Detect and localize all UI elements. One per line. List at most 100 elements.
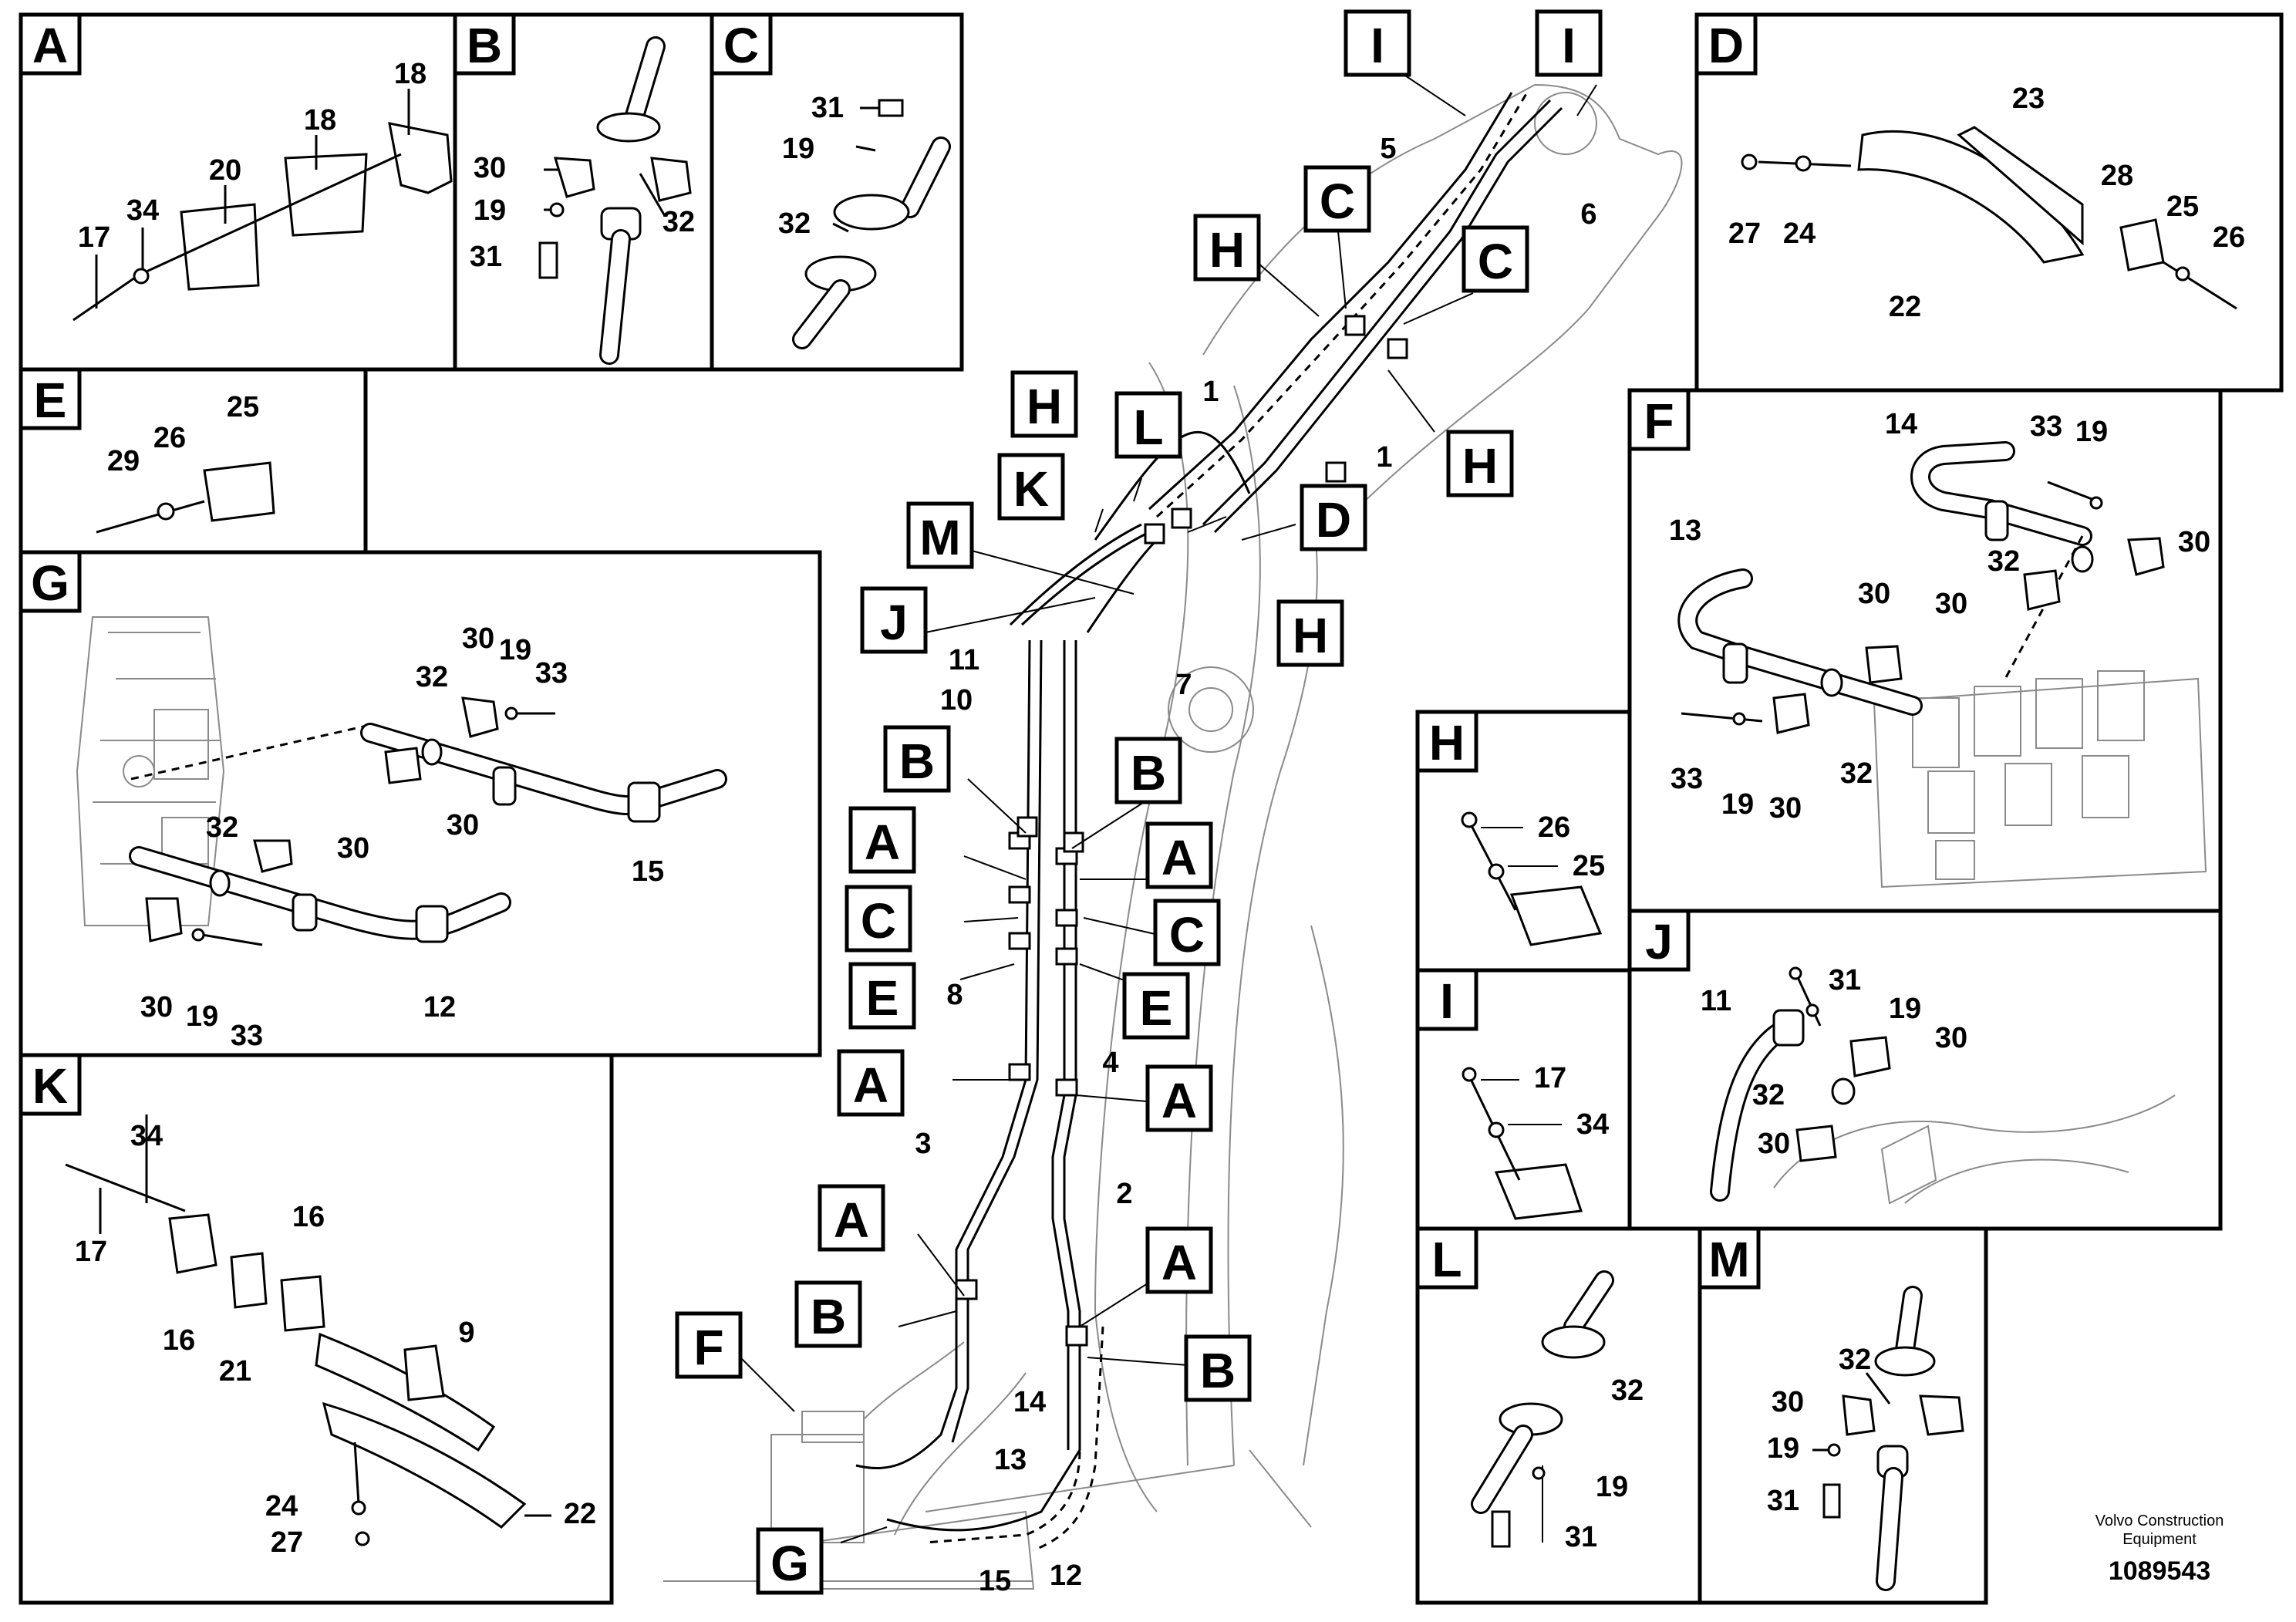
callout-box: F bbox=[693, 1320, 723, 1375]
callout-box: J bbox=[880, 595, 908, 650]
panel-d-label: 22 bbox=[1889, 291, 1921, 323]
callout-box: I bbox=[1371, 18, 1384, 73]
callout-box: C bbox=[1320, 174, 1355, 229]
panel-e-label: 26 bbox=[153, 422, 186, 454]
company-name-line2: Equipment bbox=[2122, 1531, 2197, 1548]
item-number: 4 bbox=[1102, 1047, 1118, 1079]
panel-f-label: 30 bbox=[1935, 588, 1967, 620]
panel-c-label: 32 bbox=[778, 207, 811, 240]
item-number: 12 bbox=[1050, 1560, 1082, 1592]
panel-l-title: L bbox=[1431, 1232, 1462, 1287]
panel-h-title: H bbox=[1429, 715, 1465, 771]
panel-m-label: 31 bbox=[1767, 1485, 1799, 1517]
panel-d-label: 28 bbox=[2101, 160, 2133, 192]
panel-g-label: 33 bbox=[535, 657, 568, 690]
panel-e-label: 25 bbox=[227, 391, 259, 423]
panel-c-label: 19 bbox=[782, 133, 814, 165]
item-number: 6 bbox=[1580, 198, 1596, 231]
panel-a-label: 18 bbox=[304, 104, 336, 137]
panel-k-label: 22 bbox=[564, 1498, 596, 1530]
panel-b-label: 30 bbox=[474, 152, 506, 184]
panel-a-label: 34 bbox=[126, 194, 159, 227]
callout-box: D bbox=[1316, 492, 1351, 548]
panel-i-label: 17 bbox=[1534, 1062, 1566, 1094]
panel-h-label: 25 bbox=[1573, 850, 1605, 882]
panel-g-label: 33 bbox=[231, 1020, 263, 1052]
panel-j-label: 30 bbox=[1758, 1128, 1790, 1160]
panel-g: G 30 19 33 32 30 32 30 15 30 bbox=[19, 550, 822, 1057]
item-number: 1 bbox=[1376, 441, 1392, 474]
panel-b-label: 31 bbox=[470, 241, 502, 273]
callout-box: M bbox=[919, 510, 960, 565]
panel-f-label: 30 bbox=[1858, 578, 1890, 610]
panel-k-label: 17 bbox=[75, 1236, 107, 1268]
callout-box: C bbox=[1478, 234, 1513, 289]
item-number: 14 bbox=[1013, 1386, 1046, 1418]
panel-f: F 14 33 19 30 13 32 30 bbox=[1627, 388, 2223, 913]
item-number: 5 bbox=[1380, 133, 1396, 165]
callout-box: I bbox=[1562, 18, 1576, 73]
panel-a-label: 18 bbox=[394, 58, 426, 90]
callout-box: H bbox=[1027, 379, 1062, 434]
panel-e: E 29 26 25 bbox=[19, 367, 368, 555]
panel-f-label: 33 bbox=[1671, 763, 1703, 795]
item-number: 1 bbox=[1202, 376, 1219, 408]
callout-box: H bbox=[1209, 222, 1245, 278]
callout-box: B bbox=[899, 733, 935, 789]
panel-f-label: 14 bbox=[1885, 408, 1917, 440]
panel-j: J 31 11 19 30 32 30 bbox=[1627, 909, 2223, 1231]
panel-k-label: 16 bbox=[292, 1201, 325, 1233]
callout-box: H bbox=[1462, 438, 1498, 494]
panel-m-label: 19 bbox=[1767, 1432, 1799, 1465]
item-number: 3 bbox=[915, 1128, 931, 1160]
panel-b-label: 19 bbox=[474, 194, 506, 227]
panel-k-label: 9 bbox=[458, 1317, 474, 1349]
callout-box: C bbox=[1169, 907, 1205, 963]
panel-d-label: 27 bbox=[1728, 218, 1761, 250]
callout-box: A bbox=[853, 1057, 888, 1113]
panel-i-label: 34 bbox=[1576, 1108, 1609, 1141]
panel-f-label: 33 bbox=[2030, 410, 2062, 443]
company-name-line1: Volvo Construction bbox=[2095, 1512, 2224, 1529]
panel-m-label: 32 bbox=[1839, 1344, 1871, 1376]
panel-a-title: A bbox=[32, 18, 68, 73]
item-number: 2 bbox=[1116, 1178, 1132, 1210]
panel-m-label: 30 bbox=[1772, 1386, 1804, 1418]
callout-box: A bbox=[865, 814, 900, 870]
panel-g-label: 30 bbox=[447, 809, 479, 841]
panel-g-label: 15 bbox=[632, 855, 664, 888]
panel-c-title: C bbox=[723, 18, 759, 73]
panel-f-label: 32 bbox=[1840, 757, 1873, 790]
panel-d-label: 24 bbox=[1783, 218, 1816, 250]
panel-f-label: 19 bbox=[2075, 416, 2108, 448]
callout-box: A bbox=[1161, 1073, 1197, 1128]
panel-k-label: 34 bbox=[130, 1120, 163, 1152]
panel-l-label: 31 bbox=[1565, 1521, 1597, 1553]
panel-j-label: 31 bbox=[1829, 964, 1861, 996]
panel-l-label: 19 bbox=[1596, 1471, 1628, 1503]
callout-box: K bbox=[1013, 461, 1049, 517]
panel-d-label: 26 bbox=[2213, 221, 2245, 254]
main-assembly: I I C H C H L H K D M H J B B A A C C bbox=[663, 9, 1683, 1597]
panel-k-label: 27 bbox=[271, 1526, 303, 1559]
panel-d-label: 25 bbox=[2166, 191, 2199, 223]
panel-f-label: 30 bbox=[1769, 792, 1802, 824]
callout-box: B bbox=[1131, 745, 1166, 801]
panel-f-label: 32 bbox=[1988, 545, 2020, 578]
panel-g-label: 32 bbox=[206, 811, 238, 844]
panel-j-label: 19 bbox=[1889, 993, 1921, 1025]
panel-f-label: 13 bbox=[1669, 514, 1701, 547]
panel-j-label: 32 bbox=[1752, 1079, 1785, 1111]
panel-g-title: G bbox=[31, 555, 69, 611]
panel-i: I 17 34 bbox=[1415, 968, 1632, 1231]
panel-c-label: 31 bbox=[811, 92, 844, 124]
panel-a-label: 17 bbox=[78, 221, 110, 254]
panel-g-label: 19 bbox=[186, 1000, 218, 1033]
panel-g-label: 30 bbox=[337, 832, 369, 865]
panel-k-title: K bbox=[32, 1058, 68, 1114]
panel-m-title: M bbox=[1708, 1232, 1749, 1287]
item-number: 15 bbox=[979, 1565, 1011, 1597]
panel-j-label: 11 bbox=[1701, 985, 1731, 1017]
panel-g-label: 12 bbox=[423, 991, 456, 1023]
